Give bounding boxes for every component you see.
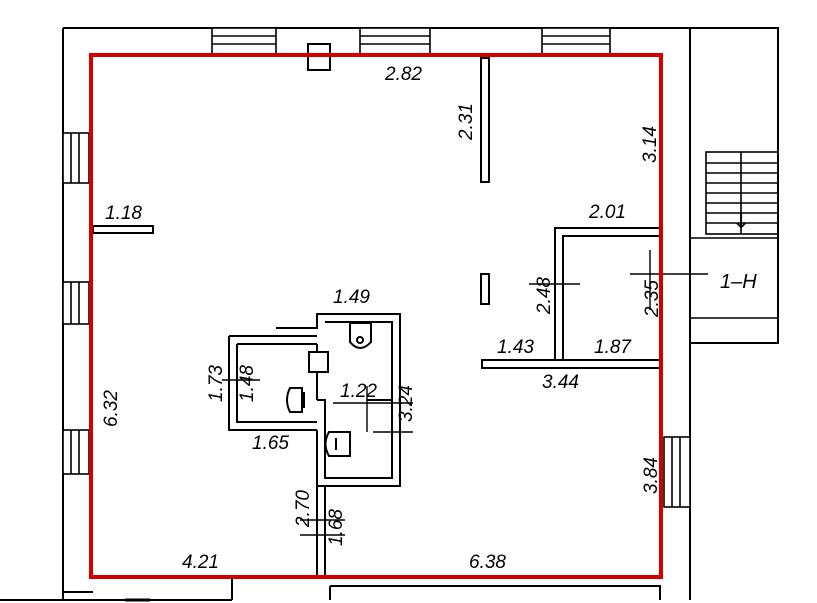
dim-left-stub: 1.18 [105,203,142,224]
room-right-walls [554,227,662,360]
windows [62,27,691,602]
dim-top: 2.82 [384,64,422,85]
dim-room-wall-length: 3.44 [542,372,579,393]
building-outer-walls [62,27,779,600]
lower-walls [0,578,661,601]
staircase [690,151,779,319]
dim-wc-inner-width: 1.22 [340,381,377,402]
room-label: 1–H [720,271,757,293]
dim-wc-bottom: 1.65 [252,433,289,454]
window-top-3 [541,27,611,55]
column [480,273,490,305]
dimension-labels: 2.82 2.31 3.14 1.18 6.32 2.01 2.48 2.35 … [101,64,663,573]
window-left-3 [62,429,90,475]
dim-wc-top: 1.49 [333,287,370,308]
window-right-1 [663,436,691,508]
toilet-icon [286,387,305,413]
dim-bottom-right: 6.38 [469,552,506,573]
dim-room-bottom-right: 1.87 [594,337,632,358]
partition-top [480,57,490,183]
wall-3-44 [481,359,663,369]
dim-left-wall: 6.32 [101,390,122,427]
dim-wc-height: 3.24 [396,385,417,422]
corridor-wall [316,486,326,578]
window-left-2 [62,281,90,325]
dim-bottom-left: 4.21 [182,552,219,573]
dim-corridor-inner: 1.68 [326,509,347,546]
window-top-1 [211,27,277,55]
dim-top-partition: 2.31 [456,103,477,141]
ventilation-shaft [308,351,329,373]
area-outline [89,53,663,579]
window-left-1 [62,132,90,184]
dim-wc-inner-height: 1.48 [237,365,258,402]
partition-left-stub [92,225,154,234]
dim-right-lower: 3.84 [641,457,662,494]
dim-room-right: 2.35 [642,280,663,318]
interior-walls [92,57,663,578]
dim-wc-outer-height: 1.73 [206,365,227,402]
sink-icon [349,322,372,349]
window-top-2 [359,27,431,55]
toilet-icon [324,431,351,457]
dimension-lines [222,250,708,536]
dim-room-mid: 2.48 [534,277,555,315]
dim-top-right: 3.14 [640,126,661,163]
dim-corridor-outer: 2.70 [293,490,314,528]
dim-room-top: 2.01 [588,202,626,223]
dim-room-bottom-left: 1.43 [497,337,534,358]
stair-arrow: ↓ [732,209,750,234]
